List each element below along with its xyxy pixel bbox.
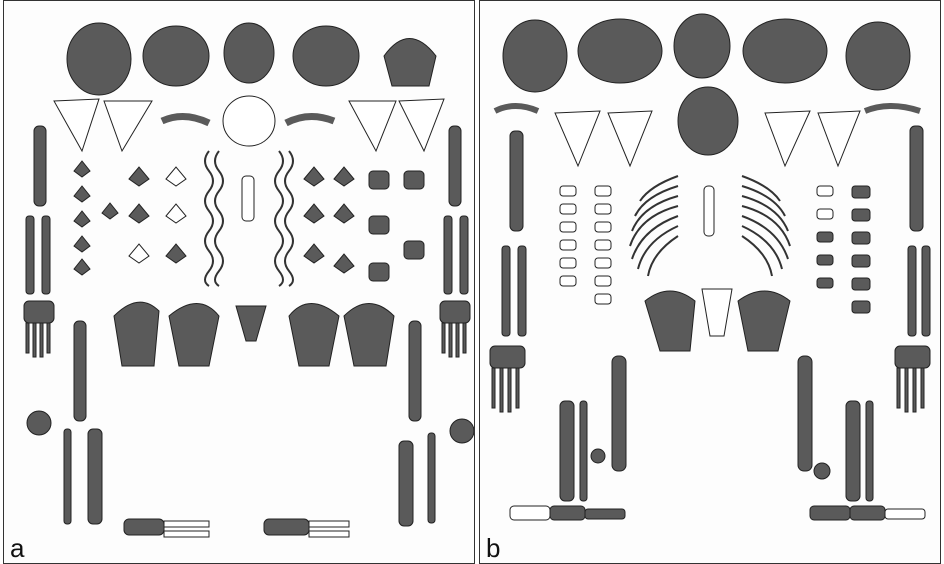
os-coxae-left-1 [114, 302, 159, 366]
vertebrae-column-right [817, 186, 870, 313]
foot-right [264, 519, 349, 537]
tibia-right [846, 401, 860, 501]
ulna-left [42, 216, 50, 294]
patella-right [814, 463, 830, 479]
panel-label-a: a [10, 535, 24, 561]
cranium-left-lateral [143, 26, 209, 86]
scapula-left-2 [608, 111, 652, 166]
clavicle-right [865, 106, 920, 111]
os-coxae-right [738, 291, 790, 351]
hand-right [440, 301, 470, 357]
patella-right [450, 419, 474, 443]
femur-left [74, 321, 86, 421]
femur-right [798, 356, 812, 471]
scapula-right-2 [399, 99, 444, 151]
scapula-left-1 [555, 111, 600, 166]
panel-label-b: b [486, 535, 500, 561]
foot-right [810, 506, 925, 520]
femur-left [612, 356, 626, 471]
os-coxae-right-2 [344, 304, 394, 367]
clavicle-left [162, 116, 209, 123]
cranium-frontal-view [224, 23, 274, 83]
tibia-right [399, 441, 413, 526]
skeleton-diagram-a [4, 1, 475, 564]
cranium-basal-view [223, 96, 275, 146]
foot-left [124, 519, 209, 537]
panel-a: a [3, 0, 475, 564]
os-coxae-right-1 [289, 304, 339, 367]
tibia-left [560, 401, 574, 501]
humerus-right [449, 126, 461, 206]
radius-left [502, 246, 510, 336]
patella-left [591, 449, 605, 463]
ulna-right [922, 246, 930, 336]
cranium-right-lateral [293, 26, 359, 86]
fibula-left [64, 429, 71, 524]
femur-right [409, 321, 421, 421]
ribs-left [205, 151, 223, 286]
humerus-right [910, 126, 923, 231]
panel-b: b [479, 0, 941, 564]
vertebrae-group-left [74, 161, 186, 275]
scapula-left-2 [104, 101, 152, 151]
humerus-left [34, 126, 46, 206]
hand-right [895, 346, 930, 412]
cranium-left-lateral [578, 19, 662, 83]
ribs-right [275, 151, 293, 286]
sternum [242, 176, 254, 221]
ribs-right [742, 176, 790, 276]
cranium-superior-view [67, 23, 131, 95]
tibia-left [88, 429, 102, 524]
vertebrae-column-left [560, 186, 611, 304]
sternum [704, 186, 714, 236]
patella-left [27, 411, 51, 435]
vertebrae-group-right [304, 167, 424, 281]
cranium-basal-view [503, 20, 567, 92]
clavicle-left [495, 106, 538, 111]
cranium-superior-view [674, 14, 730, 78]
scapula-left-1 [54, 99, 99, 151]
clavicle-right [286, 116, 334, 123]
fibula-left [580, 401, 587, 501]
radius-right [444, 216, 452, 294]
radius-right [908, 246, 916, 336]
cranium-frontal-view [678, 87, 738, 155]
ulna-right [460, 216, 468, 294]
cranium-posterior-view [384, 39, 436, 87]
humerus-left [510, 131, 523, 231]
ribs-left [630, 176, 678, 276]
cranium-posterior-view [846, 22, 910, 90]
sacrum [236, 306, 266, 341]
scapula-right-2 [818, 111, 860, 166]
ulna-left [518, 246, 526, 336]
skeleton-diagram-b [480, 1, 941, 564]
foot-left [510, 506, 625, 520]
cranium-right-lateral [743, 19, 827, 83]
os-coxae-left-2 [169, 304, 219, 367]
hand-left [24, 301, 54, 357]
os-coxae-left [645, 291, 695, 351]
hand-left [490, 346, 525, 412]
scapula-right-1 [765, 111, 810, 166]
sacrum [702, 289, 732, 336]
radius-left [26, 216, 34, 294]
scapula-right-1 [349, 101, 396, 151]
fibula-right [866, 401, 873, 501]
fibula-right [428, 433, 435, 523]
